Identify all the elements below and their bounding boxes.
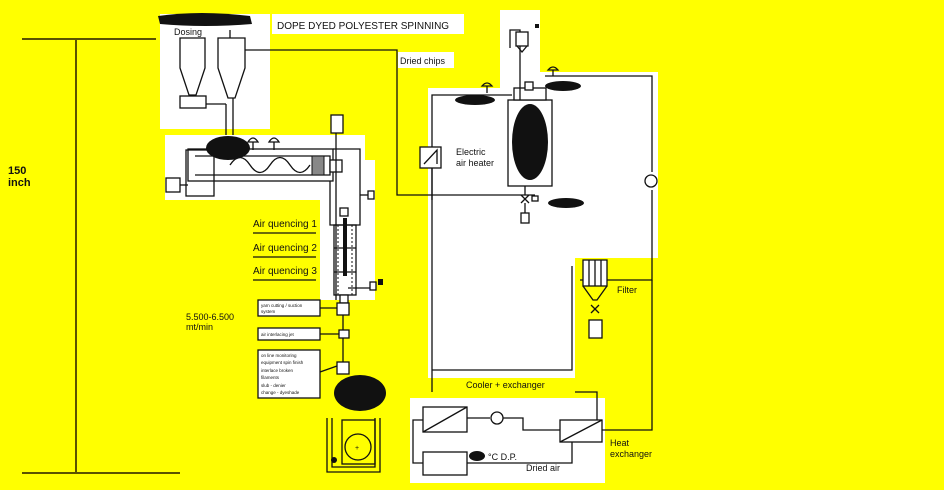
dew-point-label: °C D.P. xyxy=(488,452,517,462)
cooler-exchanger-label: Cooler + exchanger xyxy=(466,380,545,390)
filter-label: Filter xyxy=(617,285,637,295)
note-box-monitoring: on line monitoring equipment spin finish… xyxy=(257,349,338,399)
page-title: DOPE DYED POLYESTER SPINNING xyxy=(277,21,449,32)
dosing-label: Dosing xyxy=(174,27,202,37)
heater-label-1: Electric xyxy=(456,147,486,157)
svg-text:equipment spin finish: equipment spin finish xyxy=(261,360,304,365)
dosing-panel xyxy=(160,14,270,129)
title-panel xyxy=(272,14,464,34)
blower xyxy=(644,174,658,188)
scale-bar xyxy=(22,38,180,474)
svg-text:on line monitoring: on line monitoring xyxy=(261,353,297,358)
column-panel xyxy=(320,160,375,300)
scale-unit: inch xyxy=(8,177,31,189)
dosing-hopper xyxy=(179,37,207,109)
dried-chips-label: Dried chips xyxy=(400,56,446,66)
winder: + xyxy=(326,375,386,473)
note-box-yarn-cutting: yarn cutting / suction system xyxy=(257,299,337,317)
air-quencing-3-label: Air quencing 3 xyxy=(253,266,317,277)
filter xyxy=(582,259,608,339)
heat-exchanger xyxy=(559,280,653,443)
note-box-interlacing: air interlacing jet xyxy=(257,327,339,341)
svg-text:+: + xyxy=(355,445,359,452)
dryer-air-loop xyxy=(431,94,512,392)
svg-text:air interlacing jet: air interlacing jet xyxy=(261,332,295,337)
dried-chips-panel xyxy=(398,52,454,68)
svg-text:yarn cutting / suction: yarn cutting / suction xyxy=(261,303,303,308)
speed-unit: mt/min xyxy=(186,322,213,332)
electric-air-heater xyxy=(419,146,442,200)
redaction-scribble xyxy=(158,13,252,26)
scale-value: 150 xyxy=(8,165,26,177)
dryer xyxy=(455,24,584,224)
chip-hopper xyxy=(206,30,246,135)
dried-air-label: Dried air xyxy=(526,463,560,473)
svg-text:system: system xyxy=(261,309,276,314)
speed-value: 5.500-6.500 xyxy=(186,312,234,322)
svg-text:change - dyeshade: change - dyeshade xyxy=(261,390,300,395)
dried-chips-line xyxy=(245,49,535,196)
cooler-exchanger xyxy=(412,406,573,476)
heater-label-2: air heater xyxy=(456,158,494,168)
svg-text:slub - denier: slub - denier xyxy=(261,383,286,388)
air-quencing-1-label: Air quencing 1 xyxy=(253,219,317,230)
svg-text:interlace broken: interlace broken xyxy=(261,368,294,373)
air-quencing-2-label: Air quencing 2 xyxy=(253,243,317,254)
spinning-column xyxy=(329,114,383,375)
heat-exchanger-label-1: Heat xyxy=(610,438,630,448)
svg-text:filaments: filaments xyxy=(261,375,280,380)
heat-exchanger-label-2: exchanger xyxy=(610,449,652,459)
air-quencing-arrows: Air quencing 1 Air quencing 2 Air quenci… xyxy=(253,219,317,281)
extruder xyxy=(165,136,343,197)
